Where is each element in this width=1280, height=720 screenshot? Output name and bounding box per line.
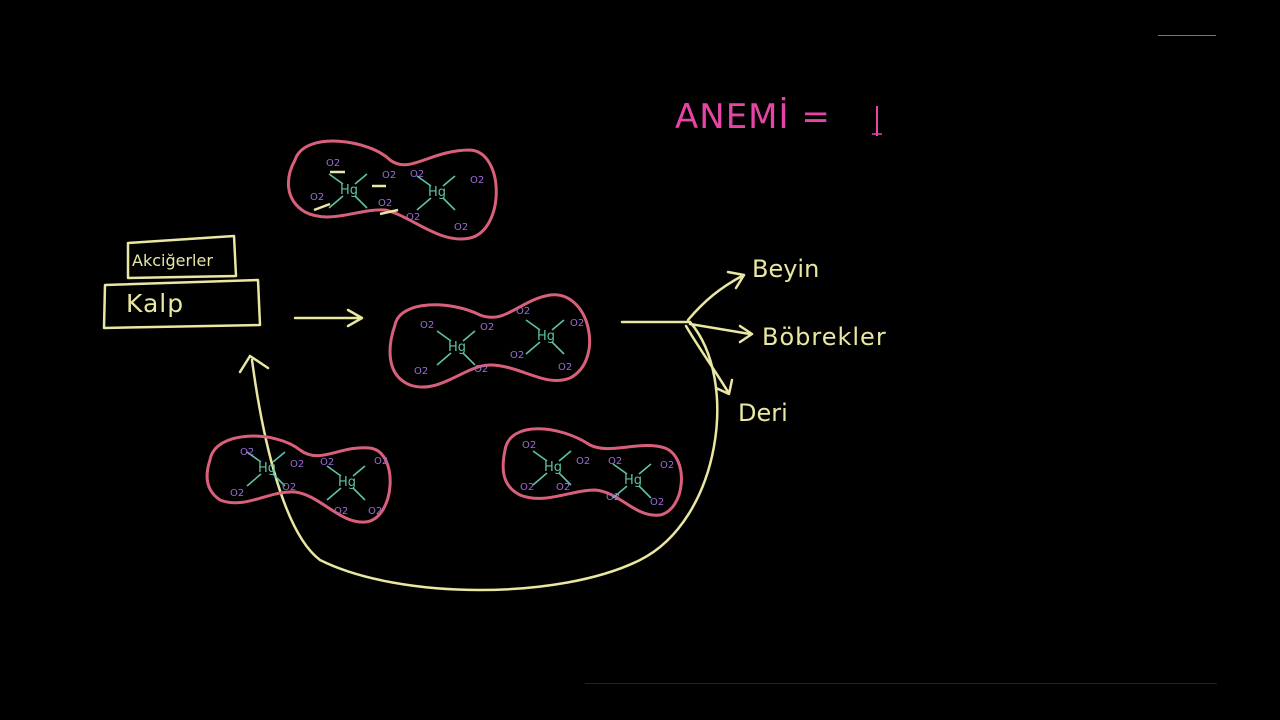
- o2-label: O2: [510, 350, 524, 361]
- lungs-box: Akciğerler: [126, 234, 238, 280]
- o2-label: O2: [368, 506, 382, 517]
- o2-label: O2: [414, 366, 428, 377]
- red-blood-cell-middle: Hg Hg O2 O2 O2 O2 O2 O2 O2 O2: [388, 293, 592, 389]
- o2-label: O2: [326, 158, 340, 169]
- red-blood-cell-bottom-right: Hg Hg O2 O2 O2 O2 O2 O2 O2 O2: [501, 427, 683, 517]
- red-blood-cell-bottom-left: Hg Hg O2 O2 O2 O2 O2 O2 O2 O2: [205, 434, 392, 524]
- hg-label: Hg: [544, 460, 562, 475]
- hg-label: Hg: [428, 185, 446, 200]
- o2-label: O2: [382, 170, 396, 181]
- o2-label: O2: [570, 318, 584, 329]
- o2-label: O2: [556, 482, 570, 493]
- organ-label-skin: Deri: [738, 399, 788, 427]
- lungs-label: Akciğerler: [132, 251, 213, 270]
- o2-label: O2: [454, 222, 468, 233]
- o2-label: O2: [558, 362, 572, 373]
- o2-label: O2: [410, 169, 424, 180]
- top-divider: [1158, 35, 1216, 36]
- o2-label: O2: [576, 456, 590, 467]
- o2-label: O2: [282, 482, 296, 493]
- o2-label: O2: [378, 198, 392, 209]
- o2-label: O2: [420, 320, 434, 331]
- o2-label: O2: [290, 459, 304, 470]
- hg-label: Hg: [338, 475, 356, 490]
- hg-label: Hg: [537, 329, 555, 344]
- o2-label: O2: [406, 212, 420, 223]
- o2-label: O2: [474, 364, 488, 375]
- o2-label: O2: [606, 492, 620, 503]
- heart-label: Kalp: [126, 289, 184, 318]
- hg-label: Hg: [258, 461, 276, 476]
- o2-label: O2: [470, 175, 484, 186]
- o2-label: O2: [240, 447, 254, 458]
- organ-label-brain: Beyin: [752, 255, 819, 283]
- o2-label: O2: [310, 192, 324, 203]
- flow-arrow-heart-to-cell: [293, 308, 364, 328]
- red-blood-cell-top: Hg Hg O2 O2 O2 O2 O2 O2 O2 O2: [286, 139, 498, 241]
- hg-label: Hg: [448, 340, 466, 355]
- o2-label: O2: [660, 460, 674, 471]
- o2-label: O2: [520, 482, 534, 493]
- o2-label: O2: [374, 456, 388, 467]
- o2-label: O2: [608, 456, 622, 467]
- o2-label: O2: [516, 306, 530, 317]
- o2-label: O2: [320, 457, 334, 468]
- hg-label: Hg: [340, 183, 358, 198]
- anemia-heading: ANEMİ =: [675, 97, 831, 137]
- return-loop-arrow: [238, 320, 719, 592]
- hg-label: Hg: [624, 473, 642, 488]
- organ-label-kidneys: Böbrekler: [762, 323, 887, 351]
- o2-label: O2: [522, 440, 536, 451]
- o2-label: O2: [480, 322, 494, 333]
- o2-label: O2: [650, 497, 664, 508]
- heart-box: Kalp: [102, 278, 262, 330]
- o2-label: O2: [230, 488, 244, 499]
- o2-label: O2: [334, 506, 348, 517]
- organ-arrows: [620, 270, 754, 396]
- bottom-divider: [585, 683, 1217, 684]
